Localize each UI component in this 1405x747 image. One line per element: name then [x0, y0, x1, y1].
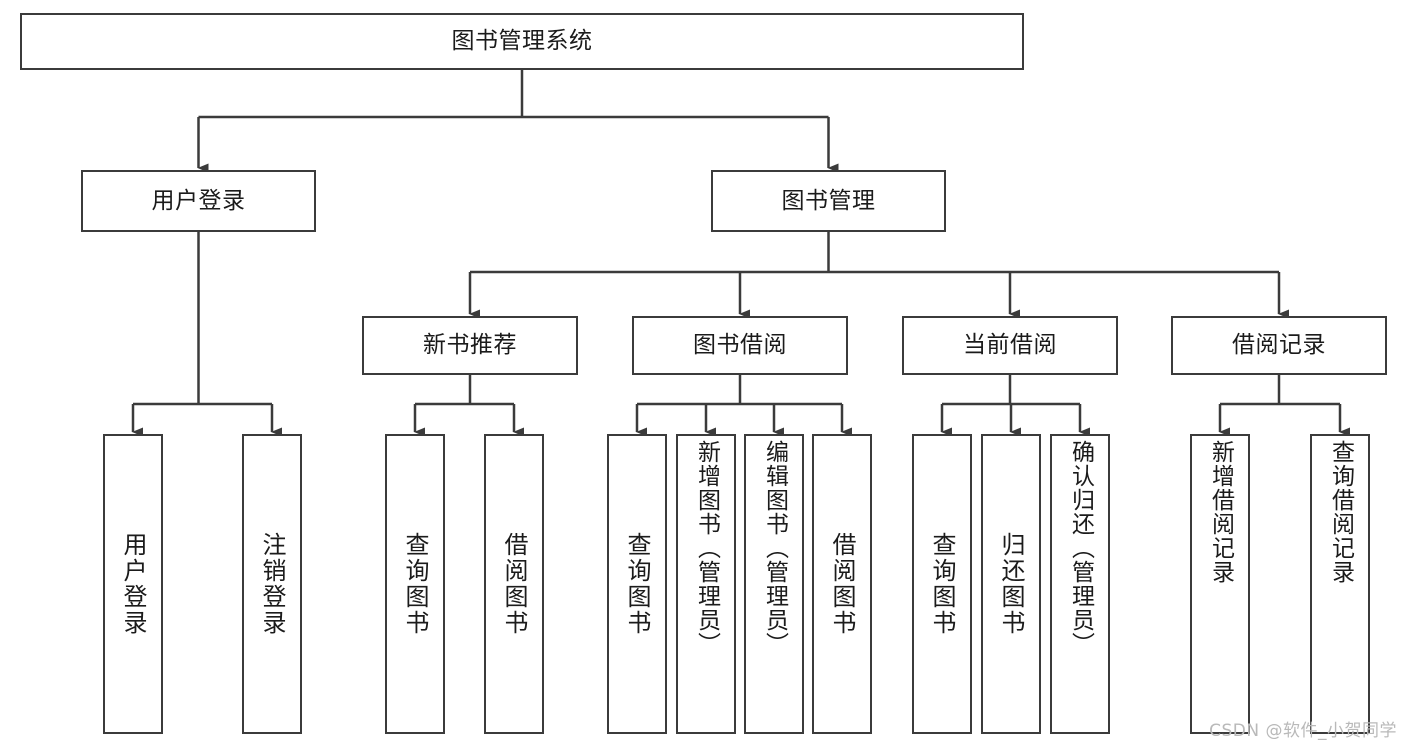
node-label: 借阅记录 [1232, 332, 1326, 359]
node-leaf-return-book[interactable]: 归还图书 [981, 434, 1041, 734]
node-label: 借阅图书 [828, 532, 856, 636]
node-leaf-add-record[interactable]: 新增借阅记录 [1190, 434, 1250, 734]
node-label: 新增图书（管理员） [693, 440, 720, 656]
node-current-borrow[interactable]: 当前借阅 [902, 316, 1118, 375]
node-label: 新增借阅记录 [1207, 440, 1234, 584]
node-label: 用户登录 [119, 532, 147, 636]
node-book-manage[interactable]: 图书管理 [711, 170, 946, 232]
node-label: 图书管理系统 [451, 28, 593, 55]
node-label: 图书借阅 [693, 332, 787, 359]
node-leaf-query-book-2[interactable]: 查询图书 [607, 434, 667, 734]
node-leaf-confirm-return[interactable]: 确认归还（管理员） [1050, 434, 1110, 734]
node-label: 编辑图书（管理员） [761, 440, 788, 656]
node-leaf-add-book[interactable]: 新增图书（管理员） [676, 434, 736, 734]
node-root[interactable]: 图书管理系统 [20, 13, 1024, 70]
node-label: 查询借阅记录 [1327, 440, 1354, 584]
node-borrow-record[interactable]: 借阅记录 [1171, 316, 1387, 375]
node-leaf-user-login[interactable]: 用户登录 [103, 434, 163, 734]
node-label: 借阅图书 [500, 532, 528, 636]
node-book-borrow[interactable]: 图书借阅 [632, 316, 848, 375]
node-leaf-edit-book[interactable]: 编辑图书（管理员） [744, 434, 804, 734]
node-label: 用户登录 [151, 187, 246, 214]
node-user-login[interactable]: 用户登录 [81, 170, 316, 232]
node-leaf-borrow-book-2[interactable]: 借阅图书 [812, 434, 872, 734]
node-label: 查询图书 [623, 532, 651, 636]
node-leaf-borrow-book-1[interactable]: 借阅图书 [484, 434, 544, 734]
node-label: 注销登录 [258, 532, 286, 636]
node-label: 查询图书 [928, 532, 956, 636]
node-leaf-query-book-1[interactable]: 查询图书 [385, 434, 445, 734]
node-label: 查询图书 [401, 532, 429, 636]
node-leaf-query-book-3[interactable]: 查询图书 [912, 434, 972, 734]
node-label: 新书推荐 [423, 332, 517, 359]
node-new-book-rec[interactable]: 新书推荐 [362, 316, 578, 375]
node-leaf-logout[interactable]: 注销登录 [242, 434, 302, 734]
node-leaf-query-record[interactable]: 查询借阅记录 [1310, 434, 1370, 734]
node-label: 确认归还（管理员） [1067, 440, 1094, 656]
node-label: 当前借阅 [963, 332, 1057, 359]
node-label: 图书管理 [781, 187, 876, 214]
csdn-watermark: CSDN @软件_小贺同学 [1209, 721, 1397, 741]
node-label: 归还图书 [997, 532, 1025, 636]
